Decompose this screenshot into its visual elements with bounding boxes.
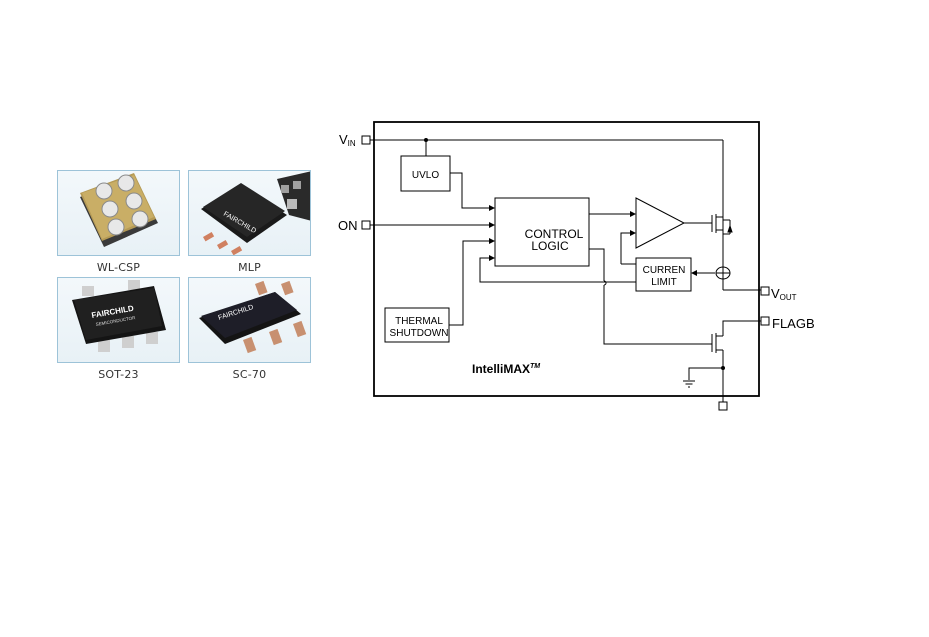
pin-vin-label: VIN [339, 132, 356, 148]
uvlo-label: UVLO [412, 170, 439, 181]
pin-flagb-label: FLAGB [772, 316, 815, 331]
ground-icon [683, 380, 695, 388]
amplifier-icon [635, 197, 686, 249]
pin-on-label: ON [338, 218, 358, 233]
flag-mosfet-icon [711, 320, 761, 402]
current-limit-block [635, 257, 692, 292]
package-tile-wlcsp [57, 170, 180, 256]
intellimax-brand: IntelliMAXTM [472, 362, 540, 376]
control-logic-block [494, 197, 590, 267]
package-tile-mlp: FAIRCHILD [188, 170, 311, 256]
wlcsp-chip-icon [80, 173, 158, 247]
thermal-label-1: THERMAL [395, 316, 443, 327]
pin-vout-label: VOUT [771, 286, 797, 302]
pin-flagb [760, 316, 770, 326]
thermal-label-2: SHUTDOWN [390, 328, 449, 339]
control-label-1: CONTROL [525, 227, 584, 241]
sc70-chip-icon: FAIRCHILD [199, 280, 307, 354]
control-label-2: LOGIC [531, 239, 569, 253]
current-label-1: CURREN [643, 265, 686, 276]
package-tile-sot23: FAIRCHILD SEMICONDUCTOR [57, 277, 180, 363]
mlp-chip-icon: FAIRCHILD [201, 171, 310, 255]
sot23-chip-icon: FAIRCHILD SEMICONDUCTOR [72, 280, 166, 352]
package-caption-mlp: MLP [238, 261, 261, 274]
package-caption-sc70: SC-70 [232, 368, 267, 381]
pin-vin [361, 135, 371, 145]
pass-mosfet-icon [711, 214, 733, 290]
thermal-shutdown-block [384, 307, 450, 343]
chip-outline [373, 121, 760, 397]
pin-gnd [718, 401, 728, 411]
intellimax-block-diagram: VIN ON VOUT FLAGB UVLO CONTROL LOGIC THE… [338, 121, 815, 411]
pin-on [361, 220, 371, 230]
pin-vout [760, 286, 770, 296]
current-label-2: LIMIT [651, 277, 677, 288]
uvlo-block [400, 155, 451, 192]
vin-rail [370, 139, 724, 216]
package-caption-sot23: SOT-23 [98, 368, 139, 381]
package-caption-wlcsp: WL-CSP [96, 261, 141, 274]
package-tile-sc70: FAIRCHILD [188, 277, 311, 363]
